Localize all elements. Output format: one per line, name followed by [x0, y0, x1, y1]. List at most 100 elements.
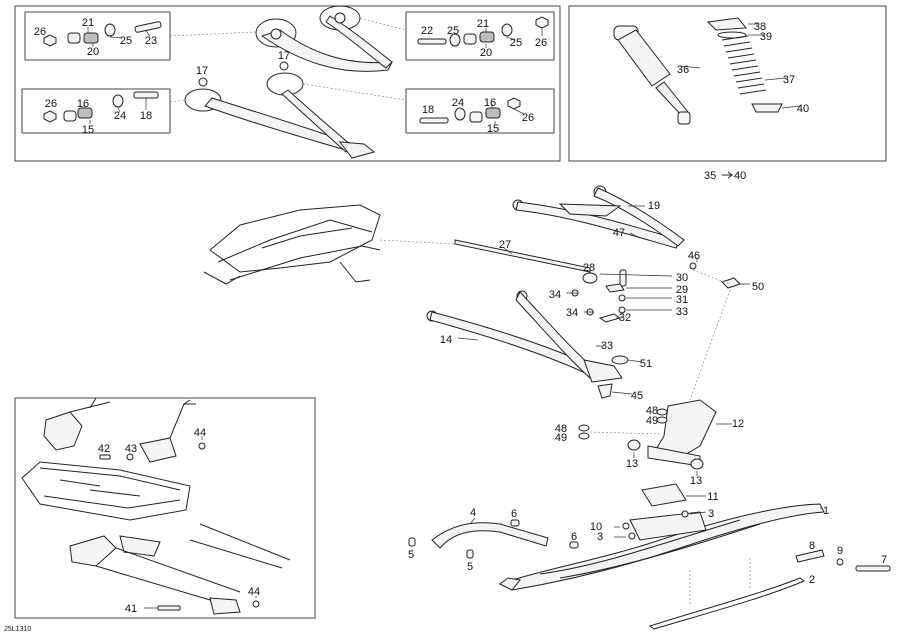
callout-14: 14 — [440, 334, 452, 346]
nut-3 — [628, 532, 636, 540]
callout-33: 33 — [601, 340, 613, 352]
callout-17: 17 — [196, 65, 208, 77]
arm-knuckle-bracket — [583, 359, 623, 383]
callout-21: 21 — [82, 17, 94, 29]
lower-mount-bracket — [69, 535, 117, 567]
callout-45: 45 — [631, 390, 643, 402]
nut-26 — [535, 16, 549, 29]
callout-32: 32 — [619, 312, 631, 324]
nut-6 — [569, 541, 579, 549]
nut-26 — [43, 34, 57, 47]
callout-9: 9 — [837, 545, 843, 557]
washer-25 — [104, 23, 116, 37]
nut-9 — [836, 558, 844, 566]
spring-37 — [721, 35, 767, 95]
drawing-code: 25L1310 — [4, 626, 31, 633]
leader-19-47 — [628, 205, 645, 239]
assembly-line — [589, 431, 661, 435]
hardware-set-lower-right — [419, 97, 525, 124]
ball-joint-45 — [597, 383, 613, 399]
callout-2: 2 — [809, 574, 815, 586]
assembly-lines — [169, 17, 407, 37]
arm-rear-tube — [515, 291, 599, 379]
stabilizer-bar-27 — [454, 239, 591, 273]
pin-8 — [795, 549, 825, 563]
callout-5: 5 — [467, 561, 473, 573]
washer-24 — [454, 107, 466, 121]
callout-12: 12 — [732, 418, 744, 430]
ski-saddle — [629, 511, 707, 541]
hardware-inset-lower-right — [405, 88, 555, 134]
callout-49: 49 — [646, 415, 658, 427]
sleeve-16 — [77, 107, 93, 119]
callout-23: 23 — [145, 35, 157, 47]
washer-49 — [578, 432, 590, 440]
callout-34: 34 — [566, 307, 578, 319]
bolt-30 — [619, 269, 627, 287]
arm-tube — [204, 97, 359, 153]
ski-stopper-11 — [641, 483, 687, 507]
callout-30: 30 — [676, 272, 688, 284]
callout-26: 26 — [535, 37, 547, 49]
callout-1: 1 — [823, 505, 829, 517]
callout-21: 21 — [477, 18, 489, 30]
washer-24 — [112, 94, 124, 108]
spring-coils — [721, 35, 767, 95]
kit-arrow — [722, 171, 733, 179]
spring-seat-38 — [706, 17, 747, 31]
nut-46 — [689, 262, 697, 270]
callout-44: 44 — [194, 427, 206, 439]
center-hardware — [566, 258, 750, 401]
upper-mount-bracket — [139, 437, 177, 463]
nut-26 — [507, 97, 521, 110]
lower-mount-bracket — [119, 535, 161, 557]
clip-51 — [611, 355, 629, 365]
callout-5: 5 — [408, 549, 414, 561]
ghost-mounts — [203, 261, 371, 285]
arm-end-bracket — [338, 141, 376, 159]
nut-44 — [198, 442, 206, 450]
kit-label-end: 40 — [734, 170, 746, 182]
upper-frame-detail-box — [14, 5, 561, 162]
callout-8: 8 — [809, 540, 815, 552]
leader-lines — [144, 436, 257, 609]
bolt-5 — [408, 537, 416, 547]
leader-14-33-51 — [457, 337, 643, 363]
leader-lines — [633, 423, 732, 476]
leader-27 — [503, 247, 513, 255]
washer-48 — [656, 408, 668, 416]
bolt-7 — [855, 565, 891, 572]
ski-ribs — [539, 519, 761, 579]
lower-a-arm-top — [169, 61, 407, 159]
leader-lines — [83, 98, 147, 124]
bolt-41 — [157, 605, 181, 611]
callout-42: 42 — [98, 443, 110, 455]
bolt-18 — [419, 117, 449, 124]
callout-37: 37 — [783, 74, 795, 86]
sleeve-21 — [83, 32, 99, 44]
spindle-body — [651, 399, 717, 461]
callout-40: 40 — [797, 103, 809, 115]
leader-45 — [611, 391, 633, 395]
shock-bottom-eye — [677, 111, 691, 125]
shock-shaft — [655, 81, 689, 117]
link-29 — [605, 283, 625, 293]
bolt-22 — [417, 38, 447, 45]
nut-33 — [618, 306, 626, 314]
callout-25: 25 — [447, 25, 459, 37]
nut-6 — [510, 519, 520, 527]
bushing-15 — [469, 111, 483, 123]
callout-24: 24 — [452, 97, 464, 109]
upper-a-arm-19 — [512, 185, 685, 249]
callout-38: 38 — [754, 21, 766, 33]
upper-mount-bracket — [43, 411, 83, 451]
upper-a-arm-top — [169, 5, 407, 72]
callout-16: 16 — [484, 97, 496, 109]
spring-retainer-40 — [751, 103, 783, 113]
callout-20: 20 — [480, 47, 492, 59]
callout-50: 50 — [752, 281, 764, 293]
nut-31 — [618, 294, 626, 302]
callout-26: 26 — [34, 26, 46, 38]
